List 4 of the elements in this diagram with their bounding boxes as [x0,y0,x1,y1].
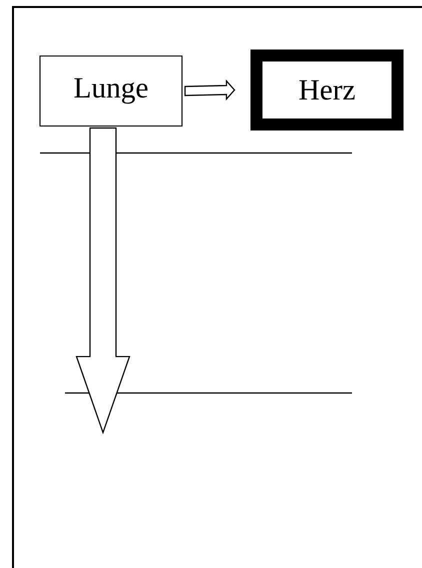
process-box: Lunge [39,55,183,127]
block-arrow [184,79,236,101]
process-box: Herz [250,49,404,131]
block-arrow [76,127,130,434]
